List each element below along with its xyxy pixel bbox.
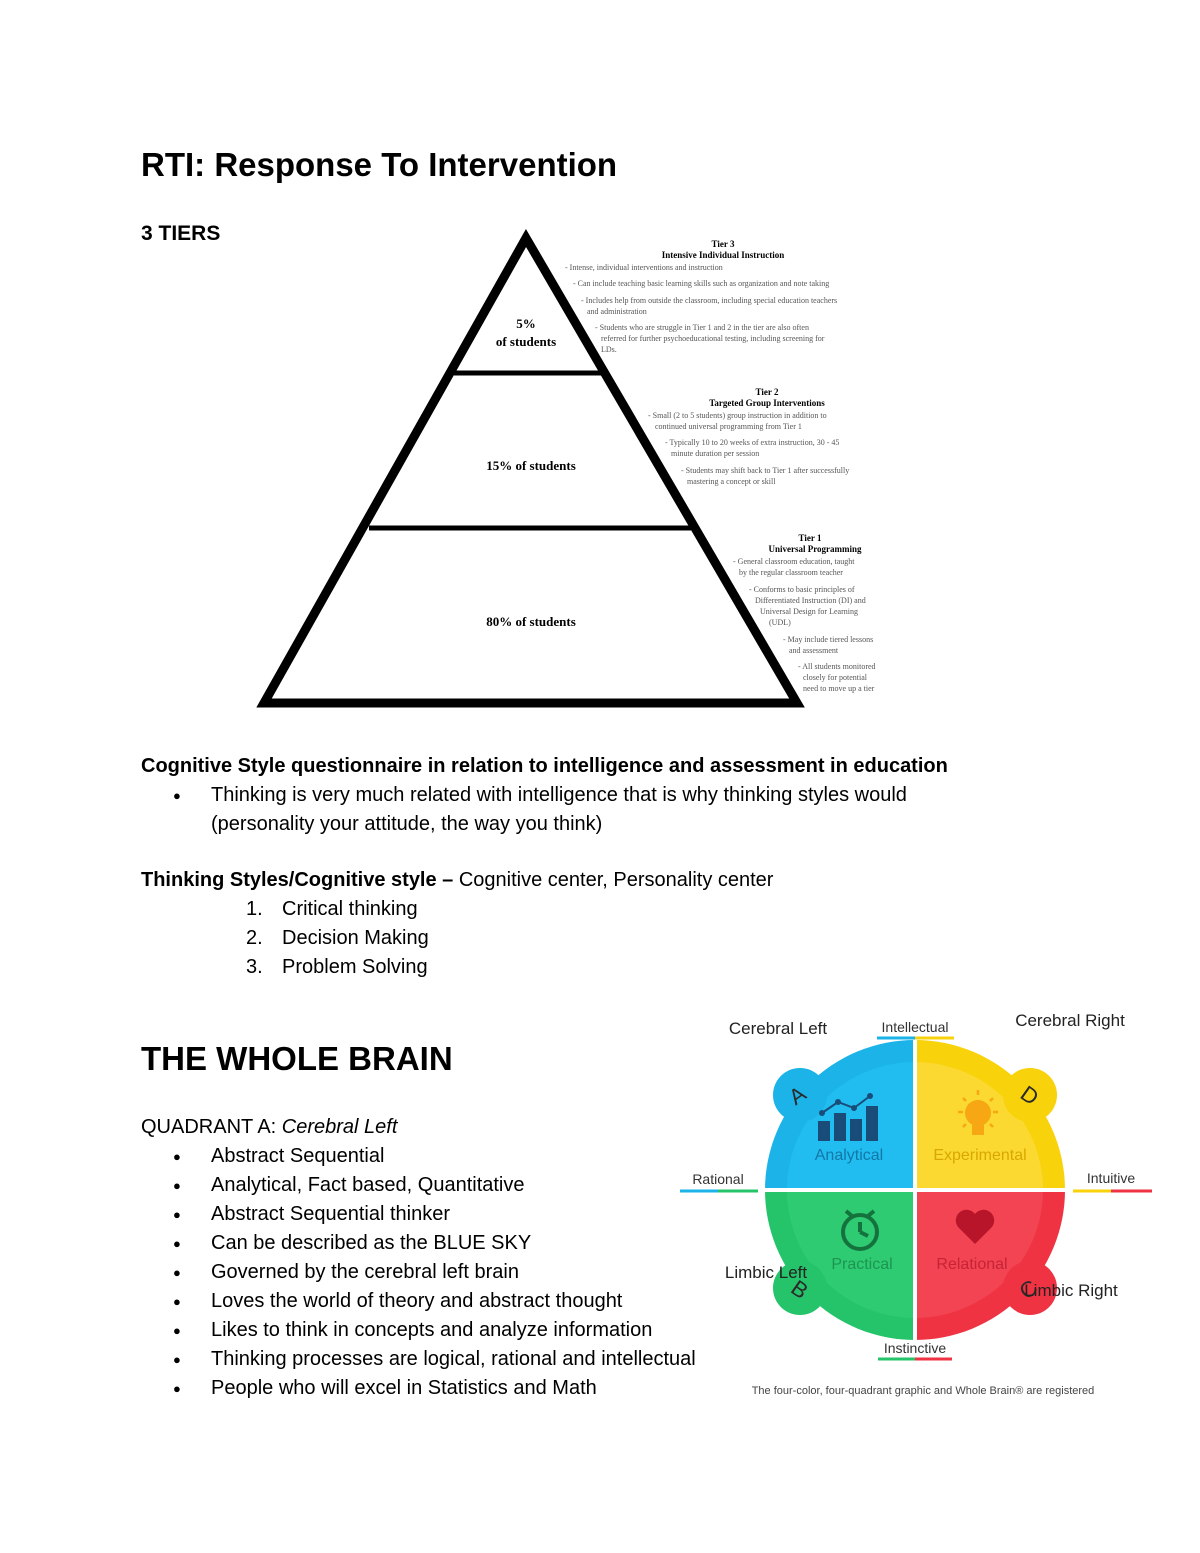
rti-pyramid: 5% of students 15% of students 80% of st… [256,228,876,708]
tier3-bullet: - Can include teaching basic learning sk… [573,279,829,288]
page-title: RTI: Response To Intervention [141,146,618,183]
instinctive-label: Instinctive [884,1340,946,1356]
bubble-c [1003,1261,1057,1315]
list-item: 3. Problem Solving [246,953,429,982]
list-item: Likes to think in concepts and analyze i… [141,1316,761,1345]
item-number: 1. [246,898,263,920]
list-item: Loves the world of theory and abstract t… [141,1287,761,1316]
list-item: Governed by the cerebral left brain [141,1258,761,1287]
experimental-label: Experimental [933,1147,1026,1164]
bubble-b [773,1261,827,1315]
quadrant-name: Cerebral Left [281,1116,398,1138]
tier1-bullet: by the regular classroom teacher [739,568,843,577]
tier1-percent: 80% of students [486,614,576,629]
thinking-styles-centers: Cognitive center, Personality center [453,869,774,891]
tier3-percent: 5% [516,316,536,331]
item-number: 3. [246,956,263,978]
analytical-label: Analytical [815,1147,883,1164]
tier1-bullet: - General classroom education, taught [733,557,855,566]
tier2-label: Tier 2 [756,387,779,397]
relational-label: Relational [936,1256,1007,1273]
whole-brain-diagram: A D B C Analytical [680,1011,1152,1397]
item-number: 2. [246,927,263,949]
tier2-bullet: mastering a concept or skill [687,477,776,486]
item-text: Problem Solving [282,956,428,978]
inner-red [915,1190,1043,1318]
tier3-label: Tier 3 [712,239,735,249]
thinking-styles-list: 1. Critical thinking 2. Decision Making 3.… [246,895,429,982]
tier2-bullet: - Small (2 to 5 students) group instruct… [648,411,827,420]
tier1-bullet: need to move up a tier [803,684,875,693]
tier2-percent: 15% of students [486,458,576,473]
list-item: Can be described as the BLUE SKY [141,1229,761,1258]
cognitive-list: Thinking is very much related with intel… [141,781,1001,839]
tier1-bullet: - Conforms to basic principles of [749,585,855,594]
tier3-bullet: - Intense, individual interventions and … [565,263,723,272]
tier3-of-students: of students [496,334,556,349]
quadrant-prefix: QUADRANT A: [141,1116,282,1138]
tier1-bullet: - May include tiered lessons [783,635,873,644]
limbic-right-label: Limbic Right [1024,1281,1118,1300]
item-text: Decision Making [282,927,429,949]
intuitive-label: Intuitive [1087,1170,1135,1186]
practical-label: Practical [831,1256,892,1273]
inner-green [787,1190,915,1318]
tier1-label: Tier 1 [799,533,822,543]
thinking-styles-heading: Thinking Styles/Cognitive style – [141,869,454,891]
tier3-bullet: - Includes help from outside the classro… [581,296,837,305]
list-item: People who will excel in Statistics and … [141,1374,761,1403]
list-item: Analytical, Fact based, Quantitative [141,1171,761,1200]
tier2-name: Targeted Group Interventions [709,398,825,408]
tier2-bullet: - Students may shift back to Tier 1 afte… [681,466,849,475]
tier2-bullets: - Small (2 to 5 students) group instruct… [648,411,849,486]
pyramid-outline [256,228,805,708]
tier3-bullet: referred for further psychoeducational t… [601,334,825,343]
item-text: Critical thinking [282,898,418,920]
limbic-left-label: Limbic Left [725,1263,807,1282]
tier1-bullet: - All students monitored [798,662,876,671]
whole-brain-title: THE WHOLE BRAIN [141,1040,453,1077]
lightbulb-icon [958,1090,998,1135]
list-item: Thinking is very much related with intel… [141,781,1001,839]
tiers-heading: 3 TIERS [141,222,221,245]
heart-icon [955,1209,995,1244]
tier3-bullet: and administration [587,307,647,316]
tier1-bullets: - General classroom education, taught by… [733,557,876,693]
tier2-bullet: minute duration per session [671,449,759,458]
bubble-d [1003,1068,1057,1122]
tier1-bullet: Differentiated Instruction (DI) and [755,596,866,605]
quadrant-a-list: Abstract Sequential Analytical, Fact bas… [141,1142,761,1403]
rational-label: Rational [692,1171,743,1187]
cognitive-heading: Cognitive Style questionnaire in relatio… [141,755,948,777]
tier3-bullets: - Intense, individual interventions and … [565,263,837,354]
quadrant-a-heading: QUADRANT A: Cerebral Left [141,1113,397,1142]
tier3-bullet: - Students who are struggle in Tier 1 an… [595,323,809,332]
cerebral-left-label: Cerebral Left [729,1019,828,1038]
intellectual-label: Intellectual [882,1019,949,1035]
bubble-a [773,1068,827,1122]
list-item: Abstract Sequential [141,1142,761,1171]
cerebral-right-label: Cerebral Right [1015,1011,1125,1030]
tier3-name: Intensive Individual Instruction [662,250,785,260]
tier3-bullet: LDs. [601,345,617,354]
tier1-bullet: Universal Design for Learning [760,607,858,616]
tier1-name: Universal Programming [768,544,862,554]
tier1-bullet: (UDL) [769,618,791,627]
list-item: 1. Critical thinking [246,895,429,924]
bar-chart-icon [818,1093,878,1141]
clock-icon [841,1209,879,1251]
diagram-caption: The four-color, four-quadrant graphic an… [752,1385,1095,1397]
list-item: Thinking processes are logical, rational… [141,1345,761,1374]
thinking-styles-line: Thinking Styles/Cognitive style – Cognit… [141,866,773,895]
list-item: Abstract Sequential thinker [141,1200,761,1229]
tier1-bullet: closely for potential [803,673,868,682]
tier2-bullet: continued universal programming from Tie… [655,422,802,431]
tier2-bullet: - Typically 10 to 20 weeks of extra inst… [665,438,839,447]
list-item: 2. Decision Making [246,924,429,953]
tier1-bullet: and assessment [789,646,839,655]
